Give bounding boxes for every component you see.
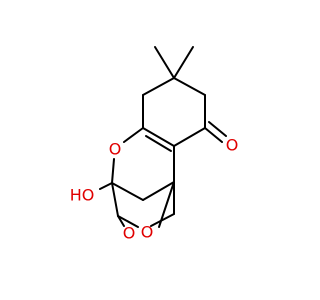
- bond-cq-oh: [99, 182, 113, 190]
- hydroxyl-label: HO: [70, 186, 95, 205]
- bond-acetal-oright: [117, 215, 139, 228]
- bond-ring-double-b: [145, 135, 172, 152]
- bridge-oxygen-right-label: O: [141, 223, 154, 242]
- bond-cme2-ch2-right: [173, 77, 206, 96]
- bond-pyranO-cq: [111, 158, 115, 184]
- bonds: [99, 46, 227, 228]
- bond-cq-ch2: [111, 182, 144, 201]
- molecule-diagram: O O HO O O: [70, 46, 239, 243]
- bond-c-pyranO: [123, 127, 144, 143]
- atom-labels: O O HO O O: [70, 136, 239, 243]
- bond-cme2-ch2-left: [142, 77, 175, 96]
- bond-c-carbonyl: [173, 127, 206, 147]
- bond-ring-double-a: [142, 127, 175, 147]
- bond-ch2-ch: [142, 181, 175, 201]
- bond-methyl-2: [173, 46, 194, 79]
- pyran-oxygen-label: O: [109, 140, 122, 159]
- bond-methyl-1: [154, 46, 175, 79]
- bridge-oxygen-left-label: O: [123, 224, 136, 243]
- bond-ketone-b: [208, 121, 227, 137]
- bond-cq-acetal: [111, 182, 119, 217]
- ketone-oxygen-label: O: [226, 136, 239, 155]
- structure-svg: O O HO O O: [70, 46, 239, 243]
- bond-ketone-a: [204, 127, 223, 143]
- bond-ch2-oleft: [150, 213, 175, 227]
